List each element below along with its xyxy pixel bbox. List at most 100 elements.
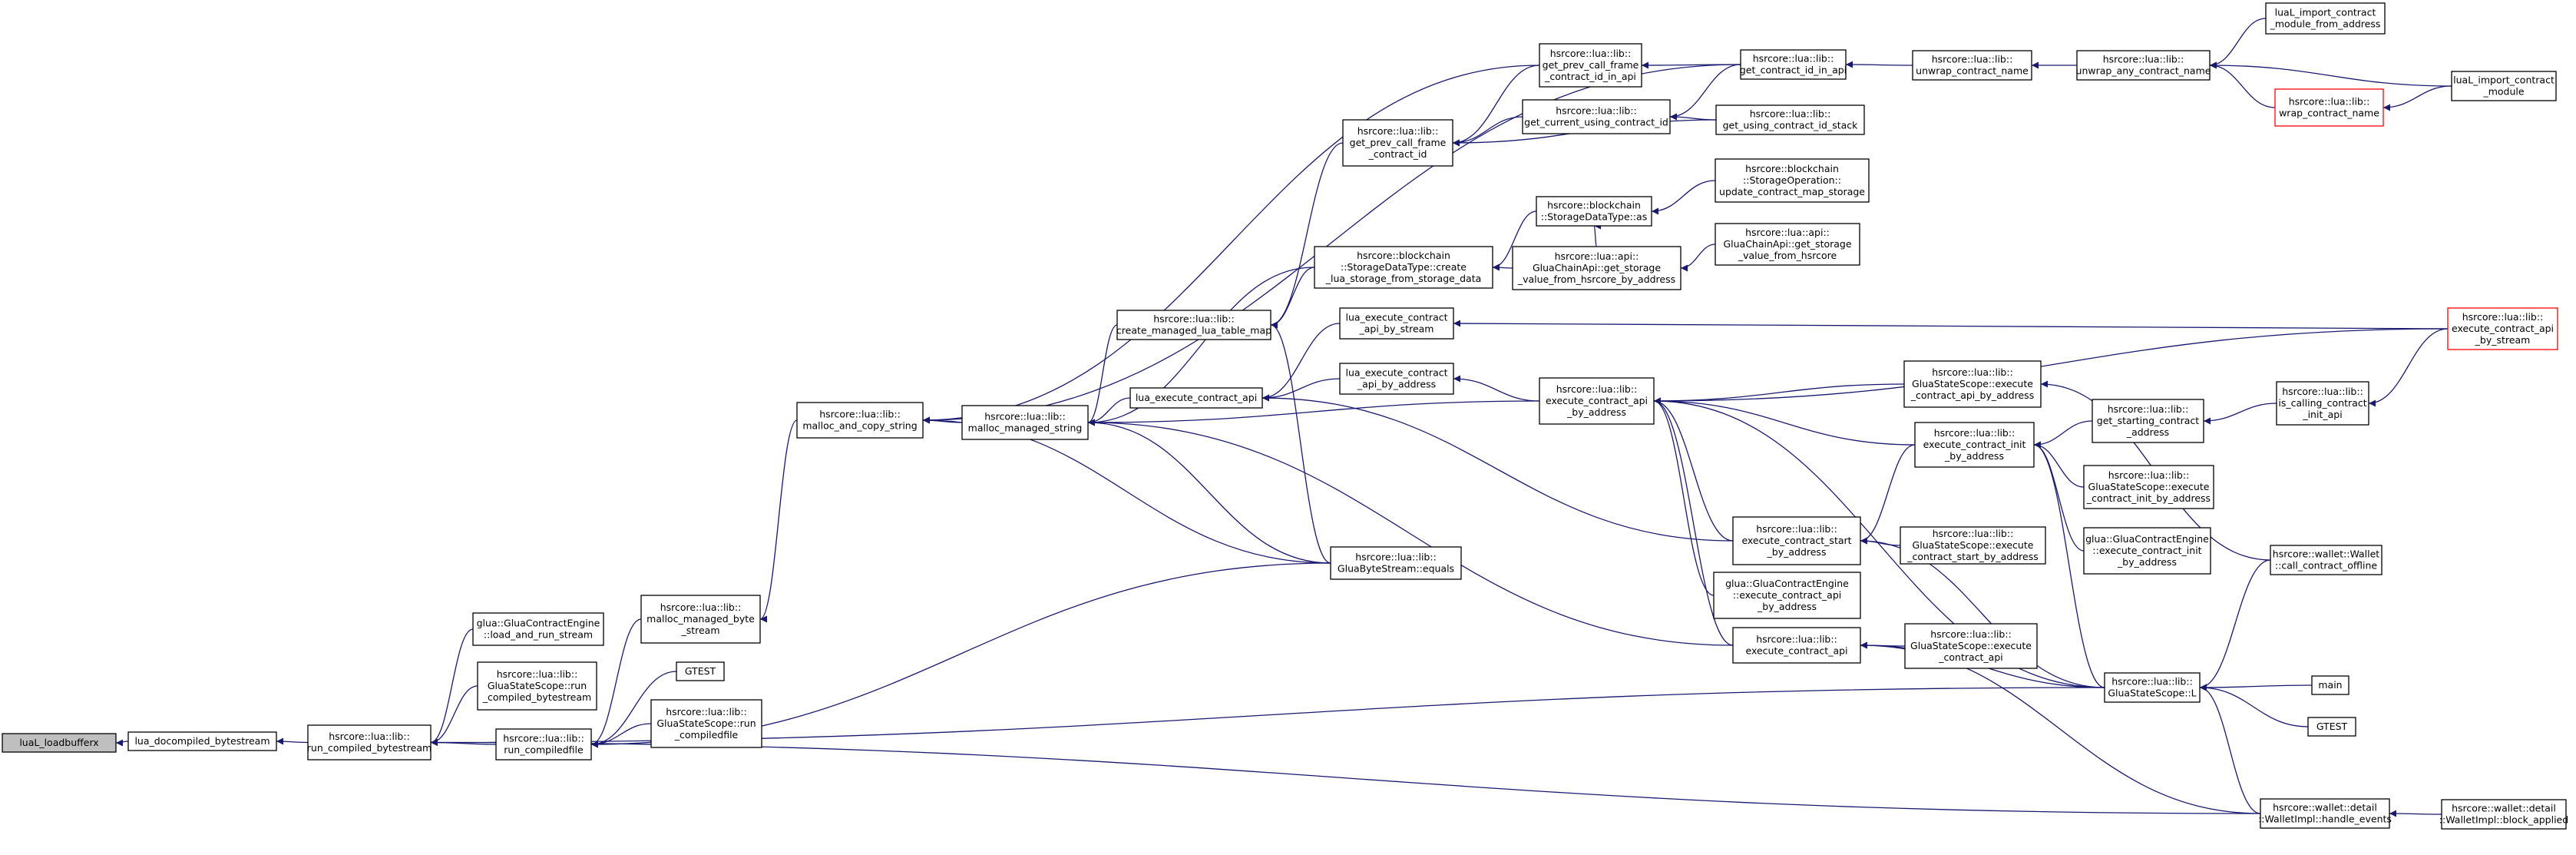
node-label: hsrcore::lua::lib:: bbox=[2289, 96, 2370, 108]
graph-node-hsrcore-lua-lib-execute-contract-api[interactable]: hsrcore::lua::lib::execute_contract_api bbox=[1732, 627, 1861, 664]
graph-node-hsrcore-wallet-detail-walletimpl-handle-events[interactable]: hsrcore::wallet::detail::WalletImpl::han… bbox=[2258, 798, 2392, 829]
node-label: update_contract_map_storage bbox=[1719, 186, 1865, 197]
graph-node-hsrcore-lua-lib-malloc-managed-byte-stream[interactable]: hsrcore::lua::lib::malloc_managed_byte_s… bbox=[640, 595, 761, 644]
node-label: get_using_contract_id_stack bbox=[1723, 120, 1859, 131]
edge-n16-to-n11 bbox=[1087, 267, 1315, 426]
edge-n19-to-n15 bbox=[1452, 65, 1540, 147]
graph-node-lual-loadbufferx[interactable]: luaL_loadbufferx bbox=[2, 733, 117, 753]
node-label: hsrcore::lua::lib:: bbox=[2103, 54, 2184, 65]
graph-node-hsrcore-lua-lib-get-contract-id-in-api[interactable]: hsrcore::lua::lib::get_contract_id_in_ap… bbox=[1740, 49, 1847, 80]
edge-n27-to-n20 bbox=[1669, 64, 1741, 121]
graph-node-hsrcore-blockchain-storageoperation-update-contract-map-storage[interactable]: hsrcore::blockchain::StorageOperation::u… bbox=[1715, 158, 1870, 203]
graph-node-hsrcore-lua-lib-malloc-and-copy-string[interactable]: hsrcore::lua::lib::malloc_and_copy_strin… bbox=[796, 402, 924, 439]
node-label: hsrcore::lua::lib:: bbox=[1932, 366, 2013, 378]
graph-node-hsrcore-lua-lib-execute-contract-start-by-address[interactable]: hsrcore::lua::lib::execute_contract_star… bbox=[1732, 516, 1861, 565]
graph-node-hsrcore-lua-lib-gluastatescope-run-compiledfile[interactable]: hsrcore::lua::lib::GluaStateScope::run_c… bbox=[650, 699, 762, 748]
node-box bbox=[2104, 672, 2201, 703]
node-label: hsrcore::lua::lib:: bbox=[1756, 634, 1837, 645]
graph-node-hsrcore-lua-lib-gluastatescope-run-compiled-bytestream[interactable]: hsrcore::lua::lib::GluaStateScope::run_c… bbox=[477, 661, 597, 711]
graph-node-hsrcore-lua-lib-unwrap-contract-name[interactable]: hsrcore::lua::lib::unwrap_contract_name bbox=[1912, 50, 2032, 81]
node-label: get_current_using_contract_id bbox=[1524, 117, 1668, 128]
graph-node-lual-import-contract-module[interactable]: luaL_import_contract_module bbox=[2451, 71, 2557, 101]
graph-node-hsrcore-lua-lib-execute-contract-api-by-stream[interactable]: hsrcore::lua::lib::execute_contract_api_… bbox=[2447, 307, 2558, 350]
graph-node-hsrcore-lua-lib-gluastatescope-execute-contract-api-by-address[interactable]: hsrcore::lua::lib::GluaStateScope::execu… bbox=[1903, 360, 2042, 408]
graph-node-gtest[interactable]: GTEST bbox=[676, 661, 725, 681]
graph-node-hsrcore-lua-lib-create-managed-lua-table-map[interactable]: hsrcore::lua::lib::create_managed_lua_ta… bbox=[1116, 310, 1271, 340]
node-label: _api_by_stream bbox=[1359, 323, 1434, 335]
graph-node-hsrcore-lua-lib-get-prev-call-frame-contract-id-in-api[interactable]: hsrcore::lua::lib::get_prev_call_frame_c… bbox=[1539, 43, 1642, 88]
graph-node-hsrcore-wallet-wallet-call-contract-offline[interactable]: hsrcore::wallet::Wallet::call_contract_o… bbox=[2270, 545, 2383, 575]
node-label: hsrcore::lua::lib:: bbox=[1550, 48, 1632, 59]
graph-node-hsrcore-blockchain-storagedatatype-create-lua-storage-from-storage-data[interactable]: hsrcore::blockchain::StorageDataType::cr… bbox=[1314, 246, 1493, 289]
node-box bbox=[1539, 377, 1655, 425]
node-label: hsrcore::lua::lib:: bbox=[660, 601, 742, 613]
edge-n40-to-n23 bbox=[1653, 397, 2105, 688]
graph-node-hsrcore-lua-lib-gluastatescope-execute-contract-init-by-address[interactable]: hsrcore::lua::lib::GluaStateScope::execu… bbox=[2083, 465, 2214, 509]
graph-node-hsrcore-lua-lib-get-current-using-contract-id[interactable]: hsrcore::lua::lib::get_current_using_con… bbox=[1522, 99, 1671, 134]
graph-node-hsrcore-lua-lib-malloc-managed-string[interactable]: hsrcore::lua::lib::malloc_managed_string bbox=[961, 405, 1089, 440]
node-label: hsrcore::lua::lib:: bbox=[329, 731, 410, 742]
node-label: ::WalletImpl::block_applied bbox=[2439, 814, 2568, 826]
graph-node-hsrcore-lua-lib-run-compiled-bytestream[interactable]: hsrcore::lua::lib::run_compiled_bytestre… bbox=[307, 724, 432, 761]
graph-node-lua-docompiled-bytestream[interactable]: lua_docompiled_bytestream bbox=[127, 731, 277, 751]
edge-n47-to-n40 bbox=[2199, 684, 2313, 691]
node-label: hsrcore::lua::lib:: bbox=[1750, 108, 1831, 120]
node-label: luaL_import_contract bbox=[2453, 75, 2555, 86]
node-label: GluaStateScope::run bbox=[656, 717, 756, 729]
graph-node-lual-import-contract-module-from-address[interactable]: luaL_import_contract_module_from_address bbox=[2265, 2, 2386, 35]
graph-node-lua-execute-contract-api-by-address[interactable]: lua_execute_contract_api_by_address bbox=[1339, 363, 1454, 395]
graph-node-hsrcore-lua-lib-gluastatescope-execute-contract-api[interactable]: hsrcore::lua::lib::GluaStateScope::execu… bbox=[1904, 623, 2038, 669]
node-box bbox=[2083, 527, 2211, 575]
node-label: get_starting_contract bbox=[2097, 415, 2199, 426]
graph-node-hsrcore-lua-lib-execute-contract-api-by-address[interactable]: hsrcore::lua::lib::execute_contract_api_… bbox=[1539, 377, 1655, 425]
node-label: run_compiled_bytestream bbox=[307, 742, 432, 754]
graph-node-lua-execute-contract-api[interactable]: lua_execute_contract_api bbox=[1129, 387, 1263, 409]
node-label: hsrcore::lua::lib:: bbox=[819, 409, 901, 420]
graph-node-hsrcore-wallet-detail-walletimpl-block-applied[interactable]: hsrcore::wallet::detail::WalletImpl::blo… bbox=[2439, 799, 2568, 830]
graph-node-hsrcore-lua-lib-gluastatescope-execute-contract-start-by-address[interactable]: hsrcore::lua::lib::GluaStateScope::execu… bbox=[1900, 526, 2046, 565]
node-label: hsrcore::lua::lib:: bbox=[2108, 469, 2190, 481]
node-label: hsrcore::lua::lib:: bbox=[984, 411, 1066, 423]
edge-n14-to-n10 bbox=[922, 416, 1331, 564]
node-box bbox=[127, 731, 277, 751]
node-label: unwrap_any_contract_name bbox=[2076, 65, 2211, 77]
edge-n40-to-n32 bbox=[2033, 441, 2105, 688]
node-label: _address bbox=[2126, 426, 2169, 438]
graph-node-glua-gluacontractengine-execute-contract-init-by-address[interactable]: glua::GluaContractEngine::execute_contra… bbox=[2083, 527, 2211, 575]
node-label: _by_address bbox=[2117, 556, 2177, 568]
graph-node-hsrcore-lua-api-gluachainapi-get-storage-value-from-hsrcore[interactable]: hsrcore::lua::api::GluaChainApi::get_sto… bbox=[1715, 223, 1860, 266]
graph-node-gtest[interactable]: GTEST bbox=[2307, 717, 2356, 737]
graph-node-lua-execute-contract-api-by-stream[interactable]: lua_execute_contract_api_by_stream bbox=[1339, 307, 1454, 340]
graph-node-hsrcore-lua-lib-unwrap-any-contract-name[interactable]: hsrcore::lua::lib::unwrap_any_contract_n… bbox=[2076, 50, 2211, 81]
node-label: _by_address bbox=[1566, 406, 1626, 418]
graph-node-glua-gluacontractengine-execute-contract-api-by-address[interactable]: glua::GluaContractEngine::execute_contra… bbox=[1713, 572, 1861, 619]
edge-n31-to-n23 bbox=[1653, 383, 1905, 405]
edge-n7-to-n6 bbox=[590, 618, 642, 748]
node-box bbox=[1339, 307, 1454, 340]
node-label: luaL_loadbufferx bbox=[19, 737, 98, 748]
graph-node-hsrcore-lua-lib-get-prev-call-frame-contract-id[interactable]: hsrcore::lua::lib::get_prev_call_frame_c… bbox=[1342, 119, 1453, 167]
graph-node-hsrcore-lua-lib-execute-contract-init-by-address[interactable]: hsrcore::lua::lib::execute_contract_init… bbox=[1914, 422, 2035, 468]
edge-n41-to-n3 bbox=[430, 739, 2261, 814]
nodes-layer: luaL_loadbufferx lua_docompiled_bytestrea… bbox=[2, 2, 2568, 830]
edge-n29-to-n21 bbox=[1651, 180, 1716, 215]
graph-node-hsrcore-lua-lib-get-using-contract-id-stack[interactable]: hsrcore::lua::lib::get_using_contract_id… bbox=[1715, 104, 1865, 135]
graph-node-hsrcore-blockchain-storagedatatype-as[interactable]: hsrcore::blockchain::StorageDataType::as bbox=[1536, 196, 1652, 227]
edge-n18-to-n13 bbox=[1262, 378, 1341, 402]
graph-node-hsrcore-lua-lib-gluastatescope-l[interactable]: hsrcore::lua::lib::GluaStateScope::L bbox=[2104, 672, 2201, 703]
node-label: ::StorageOperation:: bbox=[1743, 174, 1841, 186]
edge-n44-to-n36 bbox=[2209, 61, 2452, 87]
node-label: lua_execute_contract_api bbox=[1136, 392, 1257, 403]
graph-node-main[interactable]: main bbox=[2311, 675, 2349, 695]
graph-node-hsrcore-lua-api-gluachainapi-get-storage-value-from-hsrcore-by-address[interactable]: hsrcore::lua::api::GluaChainApi::get_sto… bbox=[1512, 246, 1682, 290]
graph-node-hsrcore-lua-lib-is-calling-contract-init-api[interactable]: hsrcore::lua::lib::is_calling_contract_i… bbox=[2276, 381, 2369, 426]
graph-node-hsrcore-lua-lib-gluabytestream-equals[interactable]: hsrcore::lua::lib::GluaByteStream::equal… bbox=[1330, 546, 1462, 580]
graph-node-hsrcore-lua-lib-wrap-contract-name[interactable]: hsrcore::lua::lib::wrap_contract_name bbox=[2274, 88, 2384, 127]
node-box bbox=[2276, 381, 2369, 426]
graph-node-glua-gluacontractengine-load-and-run-stream[interactable]: glua::GluaContractEngine::load_and_run_s… bbox=[472, 612, 604, 646]
edge-n24-to-n23 bbox=[1653, 397, 1734, 542]
graph-node-hsrcore-lua-lib-get-starting-contract-address[interactable]: hsrcore::lua::lib::get_starting_contract… bbox=[2092, 399, 2204, 443]
node-label: _contract_start_by_address bbox=[1906, 551, 2038, 562]
graph-node-hsrcore-lua-lib-run-compiledfile[interactable]: hsrcore::lua::lib::run_compiledfile bbox=[495, 728, 592, 761]
edge-n32-to-n24 bbox=[1860, 444, 1916, 545]
